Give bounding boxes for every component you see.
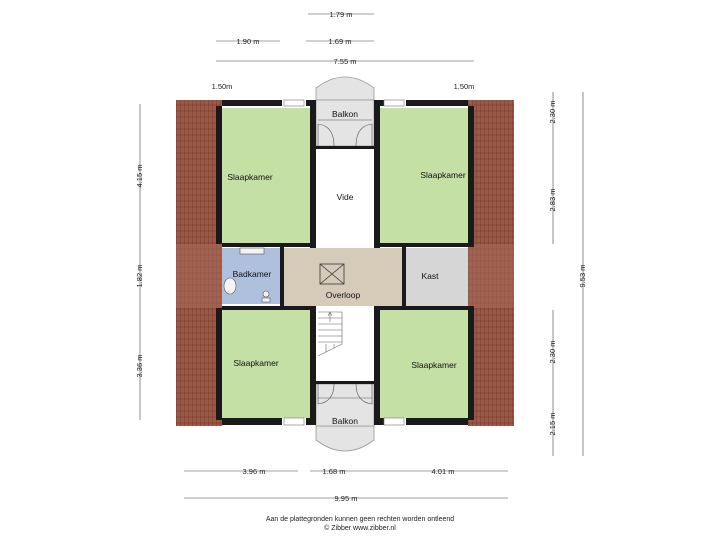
dim-left-3: 3.36 m — [135, 355, 144, 378]
balcony-top-area — [315, 76, 375, 101]
skylight — [319, 263, 345, 285]
dim-right-2: 2.83 m — [548, 189, 557, 212]
dim-top-left-small: 1.50m — [212, 82, 233, 91]
stairs — [317, 311, 343, 357]
bedroom-top-left-label: Slaapkamer — [227, 172, 273, 182]
balcony-doors — [317, 119, 373, 405]
footer-disclaimer: Aan de plattegronden kunnen geen rechten… — [265, 516, 455, 523]
dim-bottom-3: 4.01 m — [432, 467, 455, 476]
bedroom-top-left — [222, 108, 310, 244]
landing — [284, 248, 402, 306]
dim-left-2: 1.82 m — [135, 265, 144, 288]
closet — [404, 248, 468, 306]
footer-credit: © Zibber www.zibber.nl — [324, 525, 396, 532]
bedroom-bottom-left-label: Slaapkamer — [233, 358, 279, 368]
closet-label: Kast — [421, 271, 439, 281]
balcony-top-label: Balkon — [332, 109, 358, 119]
bedroom-bottom-right-label: Slaapkamer — [411, 360, 457, 370]
windows — [283, 99, 405, 426]
balcony-bottom-area — [315, 425, 375, 452]
landing-label: Overloop — [326, 290, 361, 300]
dim-right-1: 2.30 m — [548, 101, 557, 124]
bathroom-fixtures — [223, 247, 271, 303]
balcony-bottom-label: Balkon — [332, 416, 358, 426]
dim-right-total: 9.53 m — [578, 265, 587, 288]
dim-top-2b: 1.69 m — [329, 37, 352, 46]
dim-top-1: 1.79 m — [330, 10, 353, 19]
bathroom-label: Badkamer — [233, 269, 272, 279]
bedroom-top-right-label: Slaapkamer — [420, 170, 466, 180]
dimension-lines — [139, 13, 584, 499]
roof-left — [176, 100, 222, 426]
bathroom — [222, 248, 280, 304]
dim-bottom-total: 9.95 m — [335, 494, 358, 503]
dim-bottom-2: 1.68 m — [323, 467, 346, 476]
walls — [216, 100, 474, 425]
bedroom-bottom-right — [378, 310, 468, 418]
void-label: Vide — [337, 192, 354, 202]
void — [316, 148, 374, 244]
dim-top-right-small: 1.50m — [454, 82, 475, 91]
bedroom-bottom-left — [222, 310, 310, 418]
bedroom-top-right — [378, 108, 468, 244]
dim-left-1: 4.15 m — [135, 165, 144, 188]
dim-right-3: 2.30 m — [548, 341, 557, 364]
dim-top-2a: 1.90 m — [237, 37, 260, 46]
stair-area — [316, 310, 374, 384]
dim-top-total: 7.55 m — [334, 57, 357, 66]
dim-bottom-1: 3.96 m — [243, 467, 266, 476]
roof-right — [468, 100, 514, 426]
dim-right-4: 2.15 m — [548, 413, 557, 436]
